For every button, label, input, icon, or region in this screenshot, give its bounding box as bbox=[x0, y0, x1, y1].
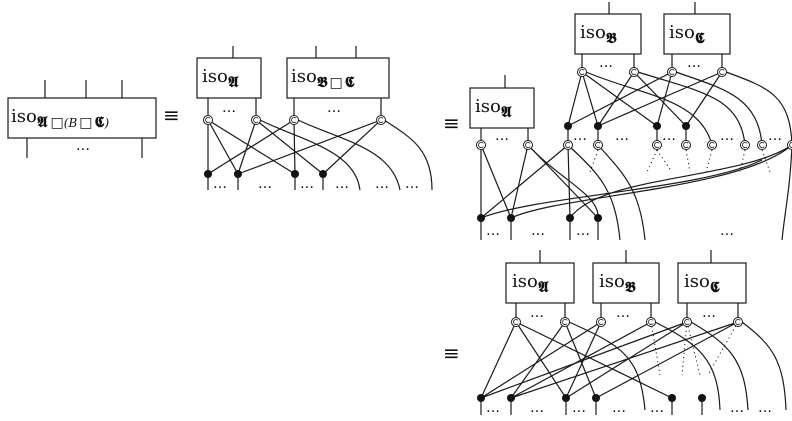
svg-text:…: … bbox=[612, 400, 626, 416]
svg-text:iso𝕬□(B□𝕮): iso𝕬□(B□𝕮) bbox=[11, 106, 109, 131]
svg-text:…: … bbox=[327, 100, 341, 116]
svg-text:…: … bbox=[662, 128, 676, 144]
svg-text:…: … bbox=[375, 176, 389, 192]
svg-text:iso𝕬: iso𝕬 bbox=[512, 271, 549, 296]
svg-text:…: … bbox=[576, 223, 590, 239]
step2-diagram: iso𝕬 iso𝕭 iso𝕮 … … … … … bbox=[469, 2, 792, 241]
svg-text:iso𝕭: iso𝕭 bbox=[580, 22, 617, 47]
svg-text:…: … bbox=[258, 176, 272, 192]
paren-close: ) bbox=[103, 116, 109, 130]
svg-text:…: … bbox=[530, 305, 544, 321]
box-product: □ bbox=[79, 115, 92, 131]
step1-diagram: iso𝕬 iso𝕭□𝕮 … … … bbox=[196, 46, 433, 192]
equiv-symbol: ≡ bbox=[163, 103, 180, 127]
svg-text:iso𝕭□𝕮: iso𝕭□𝕮 bbox=[291, 66, 355, 91]
svg-text:…: … bbox=[730, 400, 744, 416]
svg-text:iso𝕭: iso𝕭 bbox=[599, 271, 636, 296]
sub-b: B bbox=[67, 116, 77, 130]
box-product: □ bbox=[51, 115, 64, 131]
svg-text:…: … bbox=[573, 128, 587, 144]
svg-text:…: … bbox=[222, 100, 236, 116]
svg-text:…: … bbox=[768, 128, 782, 144]
equiv-symbol: ≡ bbox=[443, 111, 460, 135]
svg-text:iso𝕮: iso𝕮 bbox=[669, 22, 705, 47]
iso-label: iso bbox=[11, 106, 37, 127]
svg-text:iso𝕮: iso𝕮 bbox=[684, 271, 720, 296]
left-iso-box: iso𝕬□(B□𝕮) … bbox=[7, 80, 157, 158]
svg-text:…: … bbox=[486, 223, 500, 239]
svg-text:…: … bbox=[531, 223, 545, 239]
svg-text:…: … bbox=[720, 223, 734, 239]
svg-text:…: … bbox=[495, 128, 509, 144]
svg-text:…: … bbox=[616, 305, 630, 321]
sub-a: 𝕬 bbox=[37, 113, 48, 131]
ellipsis: … bbox=[76, 138, 90, 154]
svg-text:…: … bbox=[486, 400, 500, 416]
svg-text:…: … bbox=[650, 400, 664, 416]
svg-text:…: … bbox=[213, 176, 227, 192]
svg-text:…: … bbox=[599, 55, 613, 71]
svg-text:…: … bbox=[615, 128, 629, 144]
step3-diagram: iso𝕬 iso𝕭 iso𝕮 … … … bbox=[477, 250, 787, 416]
svg-text:iso𝕬: iso𝕬 bbox=[202, 66, 239, 91]
paren-open: ( bbox=[64, 116, 69, 130]
svg-text:…: … bbox=[702, 305, 716, 321]
svg-text:iso𝕬: iso𝕬 bbox=[475, 96, 512, 121]
svg-text:…: … bbox=[758, 400, 772, 416]
svg-text:…: … bbox=[300, 176, 314, 192]
svg-text:…: … bbox=[335, 176, 349, 192]
svg-text:…: … bbox=[530, 400, 544, 416]
svg-text:…: … bbox=[572, 400, 586, 416]
equiv-symbol: ≡ bbox=[443, 341, 460, 365]
svg-text:…: … bbox=[720, 128, 734, 144]
svg-text:…: … bbox=[687, 55, 701, 71]
svg-text:…: … bbox=[405, 176, 419, 192]
sub-c: 𝕮 bbox=[95, 113, 105, 131]
